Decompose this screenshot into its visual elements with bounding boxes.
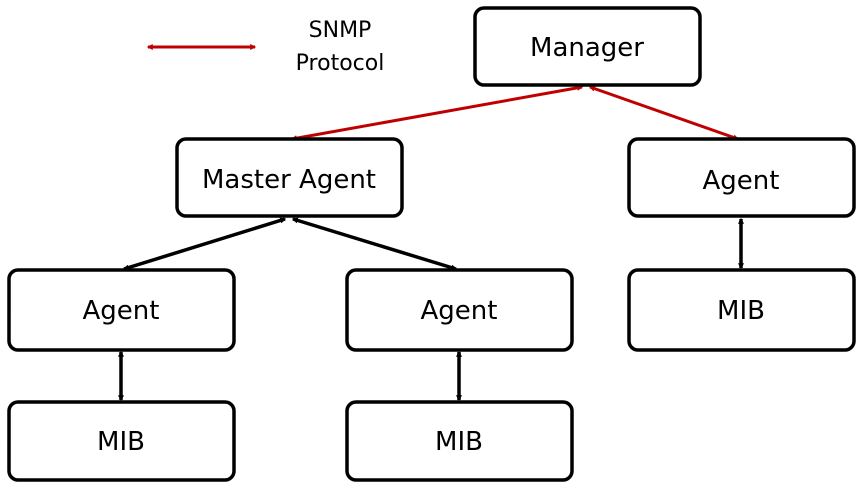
node-manager: Manager — [473, 6, 702, 87]
node-master-agent-label: Master Agent — [202, 165, 376, 195]
edge-master-agent-agent-left — [122, 217, 287, 271]
edge-manager-agent-right — [588, 85, 740, 141]
node-mib-middle-label: MIB — [435, 427, 483, 457]
node-mib-right-label: MIB — [717, 296, 765, 326]
edge-manager-master-agent — [290, 84, 584, 142]
node-mib-left: MIB — [7, 400, 236, 482]
node-agent-right-label: Agent — [703, 166, 780, 196]
node-agent-right: Agent — [627, 137, 856, 218]
legend: SNMP Protocol — [146, 18, 385, 76]
node-mib-right: MIB — [627, 268, 856, 352]
node-mib-left-label: MIB — [97, 427, 145, 457]
node-master-agent: Master Agent — [175, 137, 404, 218]
edge-master-agent-agent-middle — [291, 217, 458, 271]
legend-label-line1: SNMP — [309, 18, 372, 43]
node-agent-middle: Agent — [345, 268, 574, 352]
node-mib-middle: MIB — [345, 400, 574, 482]
node-agent-middle-label: Agent — [421, 296, 498, 326]
node-manager-label: Manager — [530, 33, 644, 63]
legend-label-line2: Protocol — [296, 51, 385, 76]
node-agent-left-label: Agent — [83, 296, 160, 326]
node-agent-left: Agent — [7, 268, 236, 352]
